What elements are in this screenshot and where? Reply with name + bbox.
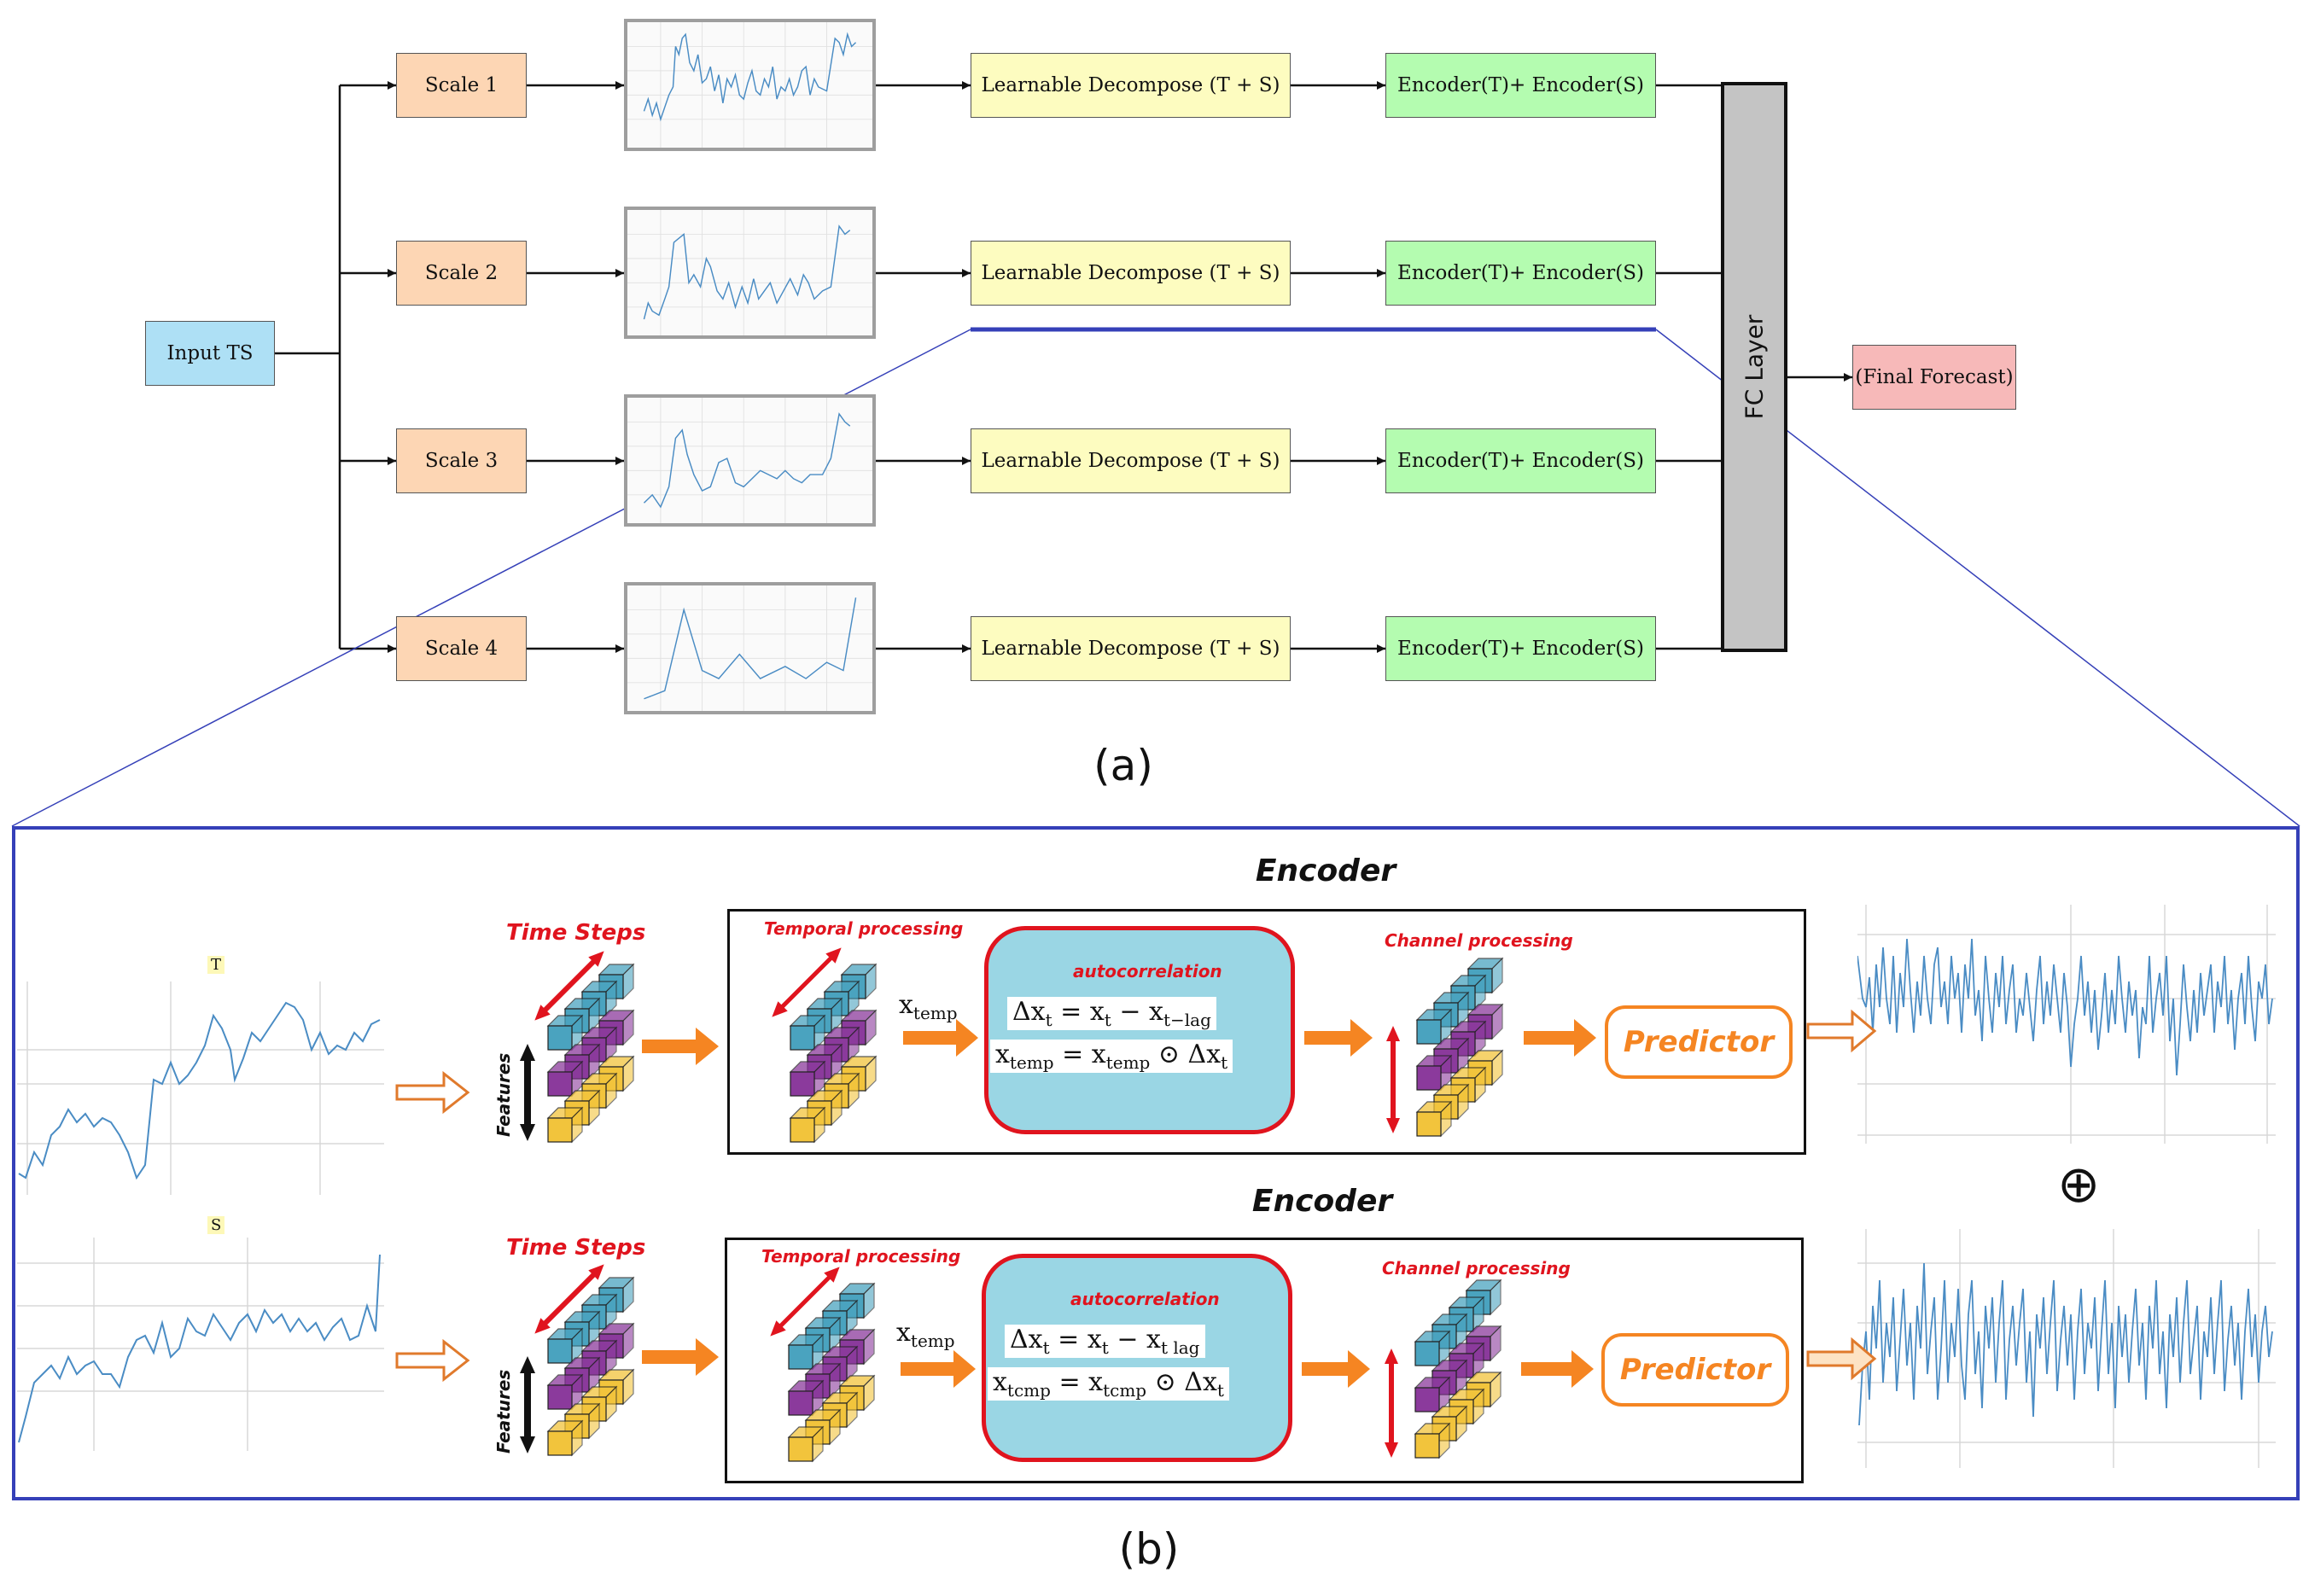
encoder-1-temporal-label: Temporal processing: [764, 918, 964, 939]
encoder-2-time-steps-label: Time Steps: [506, 1235, 646, 1261]
learnable-decompose-box-4: Learnable Decompose (T + S): [971, 616, 1291, 681]
scale-4-box: Scale 4: [396, 616, 527, 681]
seasonal-tag: S: [207, 1216, 225, 1234]
encoder-1-equation-product: xtemp = xtemp ⊙ Δxt: [990, 1040, 1233, 1073]
encoder-2-equation-product: xtcmp = xtcmp ⊙ Δxt: [988, 1367, 1229, 1401]
encoder-1-xtemp-label: xtemp: [899, 990, 958, 1023]
encoder-1-equation-delta: Δxt = xt − xt−lag: [1007, 997, 1216, 1030]
encoder-1-predictor: Predictor: [1605, 1005, 1793, 1079]
scale-4-series-thumbnail: [624, 582, 876, 714]
encoder-1-title: Encoder: [1255, 853, 1396, 888]
scale-2-box: Scale 2: [396, 241, 527, 306]
encoder-2-channel-label: Channel processing: [1382, 1258, 1571, 1279]
encoder-2-title: Encoder: [1251, 1184, 1393, 1219]
encoder-2-autocorrelation-label: autocorrelation: [1070, 1289, 1220, 1309]
encoder-detail-panel: [12, 826, 2300, 1500]
encoder-2-equation-delta: Δxt = xt − xt lag: [1005, 1325, 1205, 1358]
scale-2-series-thumbnail: [624, 207, 876, 339]
scale-3-box: Scale 3: [396, 428, 527, 493]
encoder-box-4: Encoder(T)+ Encoder(S): [1385, 616, 1656, 681]
caption-b: (b): [1118, 1524, 1180, 1574]
seasonal-series-plot: [17, 1238, 384, 1451]
caption-a: (a): [1093, 741, 1153, 790]
encoder-2-autocorrelation-box: [982, 1254, 1292, 1462]
scale-1-series-thumbnail: [624, 19, 876, 151]
encoder-1-frame: [727, 909, 1806, 1155]
encoder-box-1: Encoder(T)+ Encoder(S): [1385, 53, 1656, 118]
encoder-1-time-steps-label: Time Steps: [506, 920, 646, 946]
encoder-2-temporal-label: Temporal processing: [761, 1246, 961, 1267]
learnable-decompose-box-1: Learnable Decompose (T + S): [971, 53, 1291, 118]
encoder-1-autocorrelation-box: [984, 926, 1295, 1134]
encoder-box-2: Encoder(T)+ Encoder(S): [1385, 241, 1656, 306]
encoder-2-xtemp-label: xtemp: [896, 1318, 955, 1351]
encoder-2-frame: [725, 1238, 1804, 1483]
fc-layer-box: FC Layer: [1721, 82, 1787, 652]
trend-series-plot: [17, 981, 384, 1195]
input-ts-box: Input TS: [145, 321, 275, 386]
learnable-decompose-box-3: Learnable Decompose (T + S): [971, 428, 1291, 493]
seasonal-output-plot: [1857, 1229, 2276, 1468]
trend-tag: T: [207, 956, 225, 974]
encoder-1-channel-label: Channel processing: [1385, 930, 1573, 951]
learnable-decompose-box-2: Learnable Decompose (T + S): [971, 241, 1291, 306]
encoder-2-predictor: Predictor: [1601, 1333, 1789, 1407]
encoder-box-3: Encoder(T)+ Encoder(S): [1385, 428, 1656, 493]
encoder-1-autocorrelation-label: autocorrelation: [1073, 961, 1222, 981]
combine-symbol: ⊕: [2057, 1155, 2101, 1214]
final-forecast-box: (Final Forecast): [1852, 345, 2016, 410]
scale-1-box: Scale 1: [396, 53, 527, 118]
scale-3-series-thumbnail: [624, 394, 876, 527]
